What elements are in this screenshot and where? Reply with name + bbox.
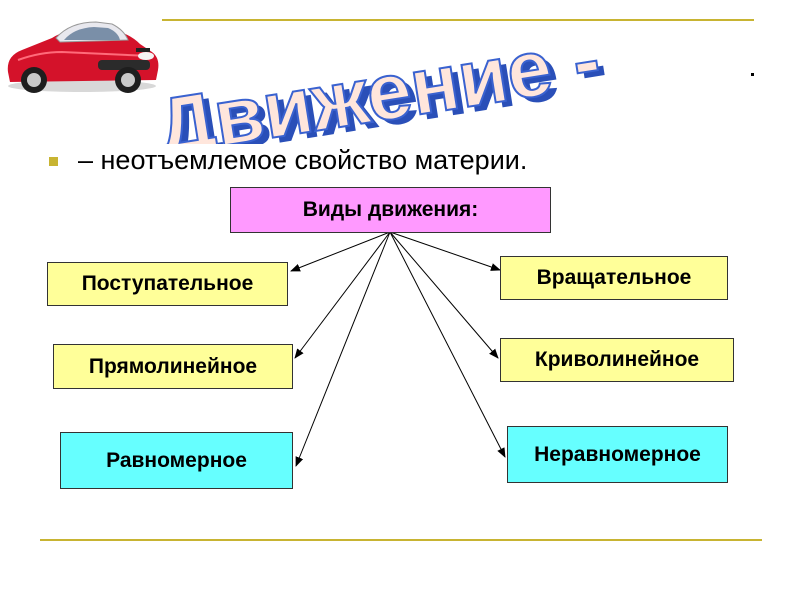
box-label: Вращательное — [536, 266, 692, 289]
box-neravnomernoe: Неравномерное — [507, 426, 728, 483]
arrow-to-pryamolineynoe — [294, 231, 391, 359]
box-label: Поступательное — [81, 272, 254, 295]
arrow-to-neravnomernoe — [389, 231, 506, 458]
box-label: Равномерное — [106, 448, 247, 472]
box-label: Неравномерное — [534, 442, 701, 466]
page-title-text: Движение - — [151, 24, 606, 144]
arrow-to-ravnomernoe — [295, 231, 391, 467]
top-divider-line — [162, 19, 754, 21]
box-krivolineynoe: Криволинейное — [500, 338, 734, 382]
arrow-to-vrashchatelnoe — [389, 231, 501, 271]
root-box-vidy-dvizheniya: Виды движения: — [230, 187, 551, 233]
box-postupatelnoe: Поступательное — [47, 262, 288, 306]
bullet-marker — [49, 157, 58, 166]
root-box-label: Виды движения: — [302, 198, 479, 221]
arrow-to-krivolineynoe — [389, 231, 499, 359]
box-vrashchatelnoe: Вращательное — [500, 256, 728, 300]
box-label: Прямолинейное — [88, 354, 258, 378]
stray-dot — [751, 73, 754, 76]
box-label: Криволинейное — [534, 348, 700, 371]
box-ravnomernoe: Равномерное — [60, 432, 293, 489]
red-car-illustration — [7, 21, 159, 93]
bottom-divider-line — [40, 539, 762, 541]
page-title: Движение - Движение - — [150, 24, 613, 144]
subtitle-text: – неотъемлемое свойство материи. — [78, 145, 528, 175]
box-pryamolineynoe: Прямолинейное — [53, 344, 293, 389]
arrow-to-postupatelnoe — [290, 231, 391, 272]
